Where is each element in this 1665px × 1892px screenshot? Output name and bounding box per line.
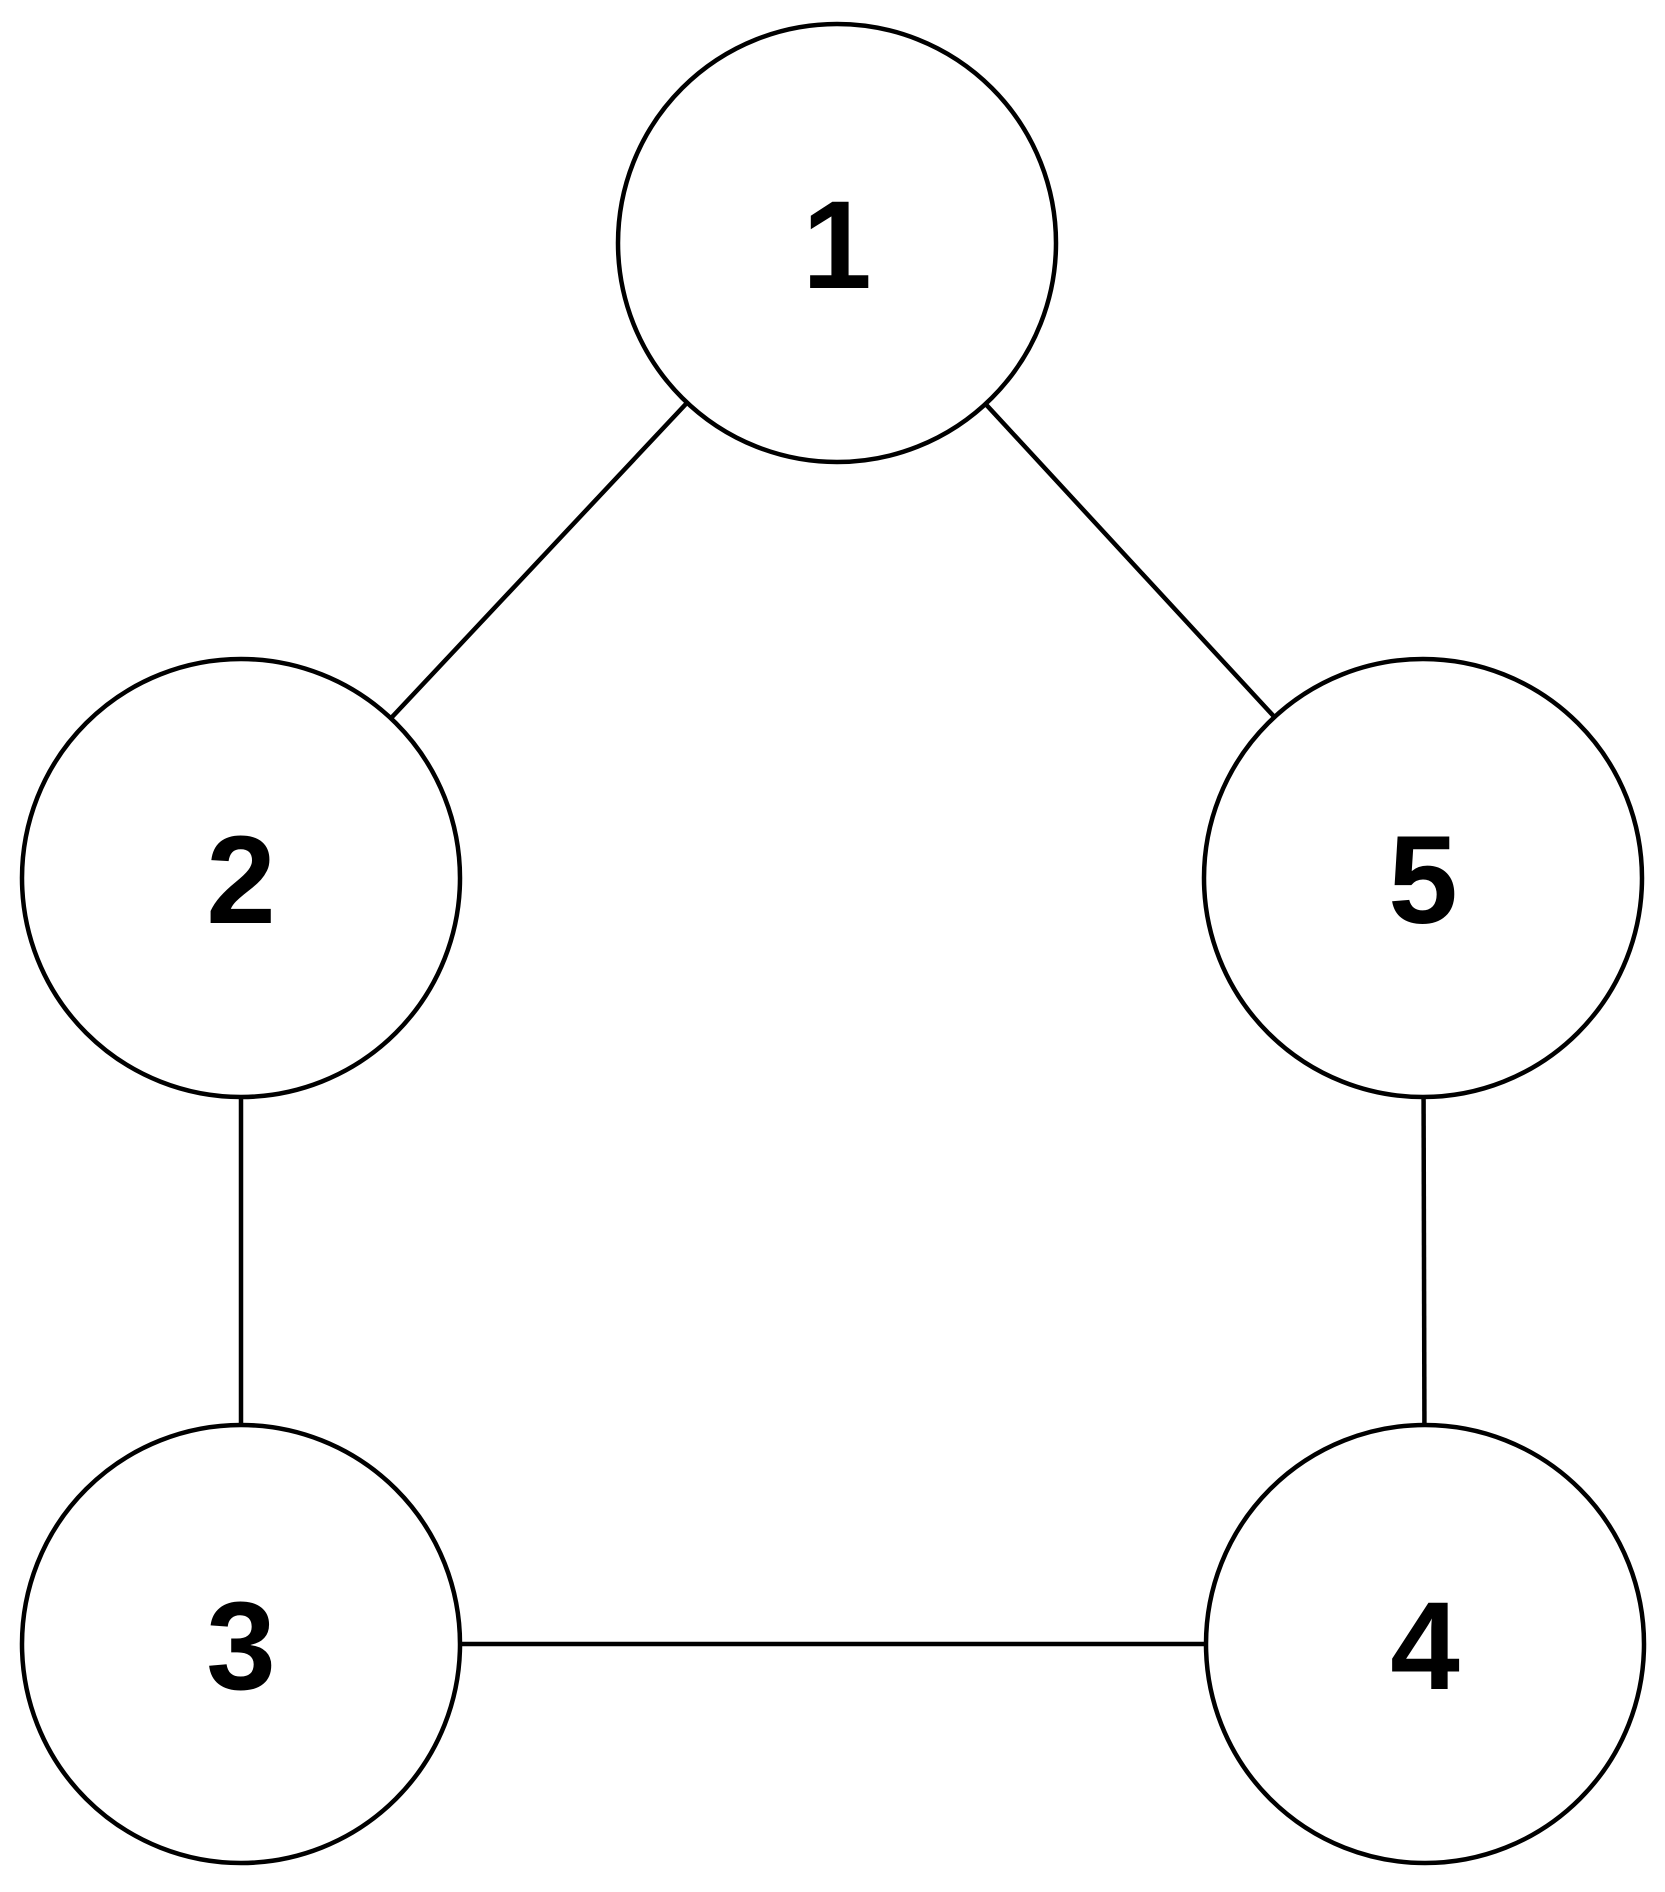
node-label-2: 2 xyxy=(206,811,276,950)
node-label-1: 1 xyxy=(802,176,872,315)
node-label-4: 4 xyxy=(1390,1577,1460,1716)
graph-node-2: 2 xyxy=(19,656,463,1100)
graph-node-1: 1 xyxy=(615,21,1059,465)
node-label-5: 5 xyxy=(1388,811,1458,950)
node-circle-2 xyxy=(19,656,463,1100)
node-circle-1 xyxy=(615,21,1059,465)
node-circle-4 xyxy=(1203,1422,1647,1866)
node-circle-5 xyxy=(1201,656,1645,1100)
node-circle-3 xyxy=(19,1422,463,1866)
graph-node-5: 5 xyxy=(1201,656,1645,1100)
graph-node-3: 3 xyxy=(19,1422,463,1866)
graph-node-4: 4 xyxy=(1203,1422,1647,1866)
node-label-3: 3 xyxy=(206,1577,276,1716)
